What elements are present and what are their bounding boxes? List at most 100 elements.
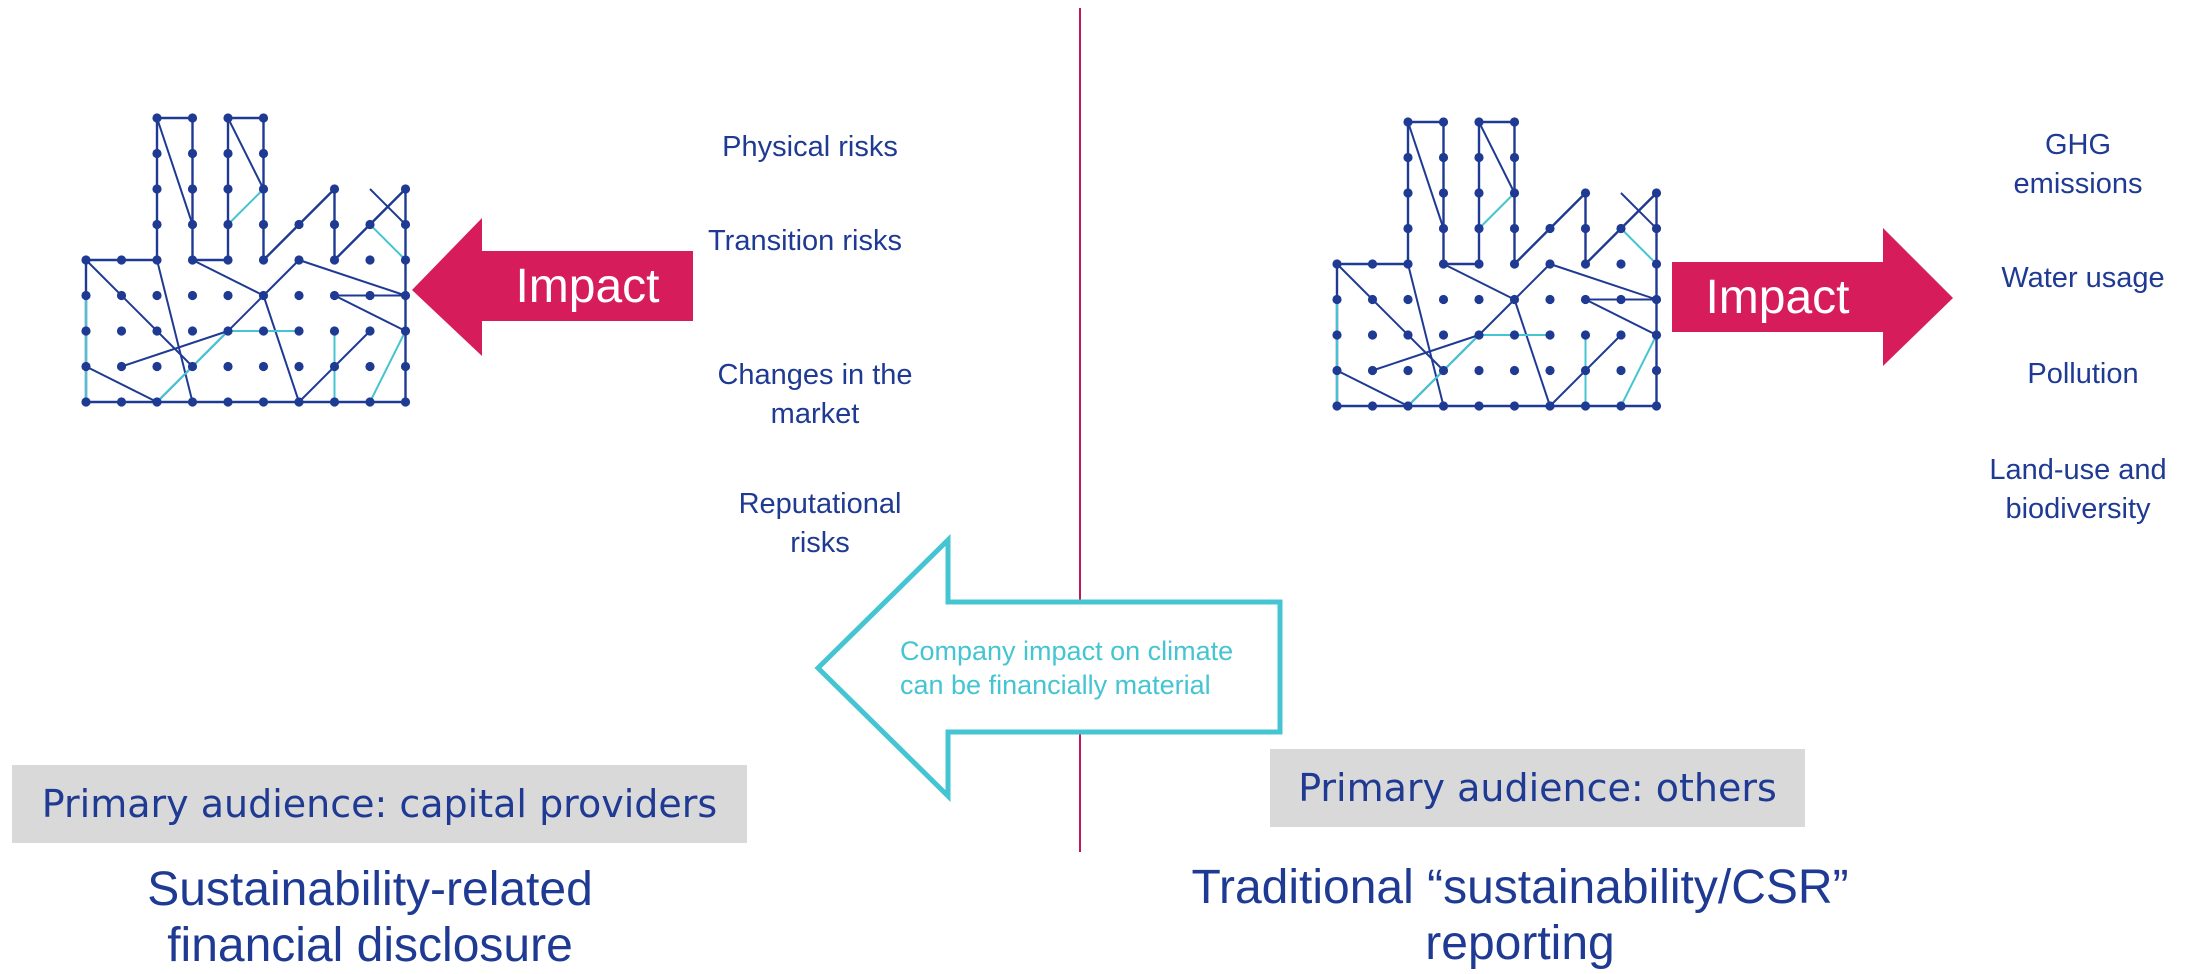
impact-label-right: Impact: [1705, 271, 1850, 324]
network-edge: [1478, 192, 1516, 230]
network-node: [258, 361, 269, 372]
topic-water: Water usage: [2001, 262, 2165, 294]
network-node: [1474, 401, 1484, 411]
network-edge: [262, 259, 300, 297]
network-edge: [1336, 263, 1445, 372]
network-node: [258, 255, 269, 265]
network-edge: [369, 223, 407, 261]
network-node: [187, 148, 198, 159]
network-node: [1580, 365, 1591, 376]
network-node: [1332, 330, 1342, 340]
left-title: Sustainability-related financial disclos…: [147, 863, 593, 972]
network-node: [1438, 223, 1449, 234]
network-node: [329, 326, 340, 336]
network-edge: [192, 259, 264, 297]
network-node: [1367, 330, 1378, 340]
network-node: [187, 113, 198, 123]
impact-label-left: Impact: [515, 260, 660, 313]
network-node: [1509, 152, 1520, 163]
network-node: [187, 255, 198, 265]
callout-line-2: can be financially material: [900, 670, 1211, 700]
network-node: [1367, 294, 1378, 305]
network-node: [223, 397, 233, 407]
network-node: [1474, 259, 1484, 269]
callout-text: Company impact on climate can be financi…: [900, 634, 1270, 702]
network-node: [294, 361, 304, 372]
network-node: [223, 361, 233, 372]
network-node: [365, 397, 375, 407]
network-node: [1580, 223, 1591, 234]
network-node: [81, 290, 91, 301]
network-edge: [85, 365, 158, 403]
network-node: [1438, 330, 1449, 340]
network-node: [1332, 294, 1342, 305]
network-node: [1474, 117, 1484, 127]
network-edge: [85, 259, 194, 368]
network-edge: [1443, 263, 1515, 301]
network-node: [187, 326, 198, 336]
network-node: [1403, 152, 1413, 163]
network-node: [1438, 117, 1449, 127]
network-node: [152, 326, 162, 336]
network-node: [258, 184, 269, 194]
network-node: [223, 290, 233, 301]
network-node: [258, 326, 269, 336]
network-node: [365, 290, 375, 301]
network-node: [1403, 117, 1413, 127]
network-node: [365, 326, 375, 336]
topic-land-use: Land-use and biodiversity: [1989, 454, 2167, 525]
network-node: [1651, 330, 1662, 340]
network-edge: [156, 259, 194, 403]
network-node: [1403, 330, 1413, 340]
network-edge: [1620, 192, 1658, 230]
network-edge: [1372, 334, 1480, 372]
network-edge: [298, 259, 406, 297]
risk-transition: Transition risks: [708, 225, 902, 257]
network-node: [1545, 365, 1555, 376]
network-node: [1332, 259, 1342, 269]
network-node: [1545, 259, 1555, 269]
network-node: [329, 255, 340, 265]
network-node: [1474, 188, 1484, 198]
network-node: [294, 290, 304, 301]
network-node: [329, 361, 340, 372]
callout-line-1: Company impact on climate: [900, 636, 1234, 666]
network-node: [1545, 330, 1555, 340]
network-edge: [1407, 263, 1445, 407]
network-node: [81, 255, 91, 265]
network-node: [1509, 188, 1520, 198]
network-node: [1367, 401, 1378, 411]
network-edge: [369, 188, 407, 226]
network-edge: [1407, 121, 1445, 229]
network-node: [81, 397, 91, 407]
factory-network-icon: [81, 113, 411, 407]
network-node: [365, 255, 375, 265]
network-edge: [369, 330, 407, 403]
network-node: [116, 255, 127, 265]
network-node: [258, 219, 269, 230]
network-node: [365, 219, 375, 230]
risk-reputational: Reputational risks: [738, 488, 902, 559]
network-node: [329, 397, 340, 407]
network-node: [1616, 294, 1626, 305]
network-node: [223, 326, 233, 336]
network-node: [258, 148, 269, 159]
network-edge: [227, 188, 265, 226]
network-node: [81, 361, 91, 372]
network-node: [152, 397, 162, 407]
network-node: [152, 255, 162, 265]
network-node: [1580, 401, 1591, 411]
network-node: [1438, 294, 1449, 305]
network-node: [400, 290, 411, 301]
network-node: [152, 184, 162, 194]
network-node: [1403, 188, 1413, 198]
network-node: [400, 219, 411, 230]
network-node: [1438, 259, 1449, 269]
network-node: [81, 326, 91, 336]
network-node: [187, 184, 198, 194]
network-node: [223, 113, 233, 123]
network-node: [258, 290, 269, 301]
network-node: [1616, 330, 1626, 340]
network-node: [1474, 365, 1484, 376]
network-node: [223, 148, 233, 159]
